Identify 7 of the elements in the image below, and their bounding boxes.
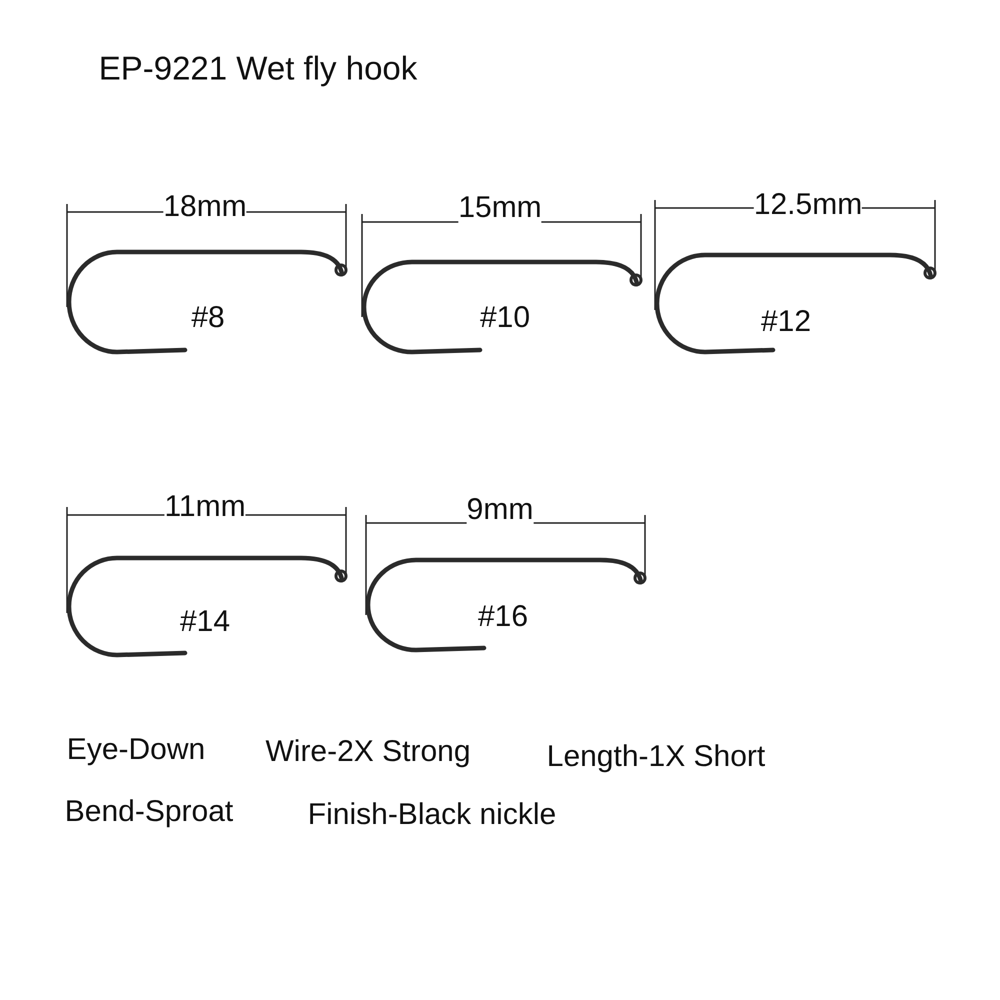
spec-label: Length-1X Short [546,742,766,772]
dimension-label: 15mm [458,193,542,223]
title: EP-9221 Wet fly hook [98,52,418,84]
dimension-label: 9mm [466,495,534,525]
spec-label: Bend-Sproat [64,797,234,827]
spec-label: Eye-Down [66,735,206,765]
spec-label: Wire-2X Strong [265,737,471,767]
